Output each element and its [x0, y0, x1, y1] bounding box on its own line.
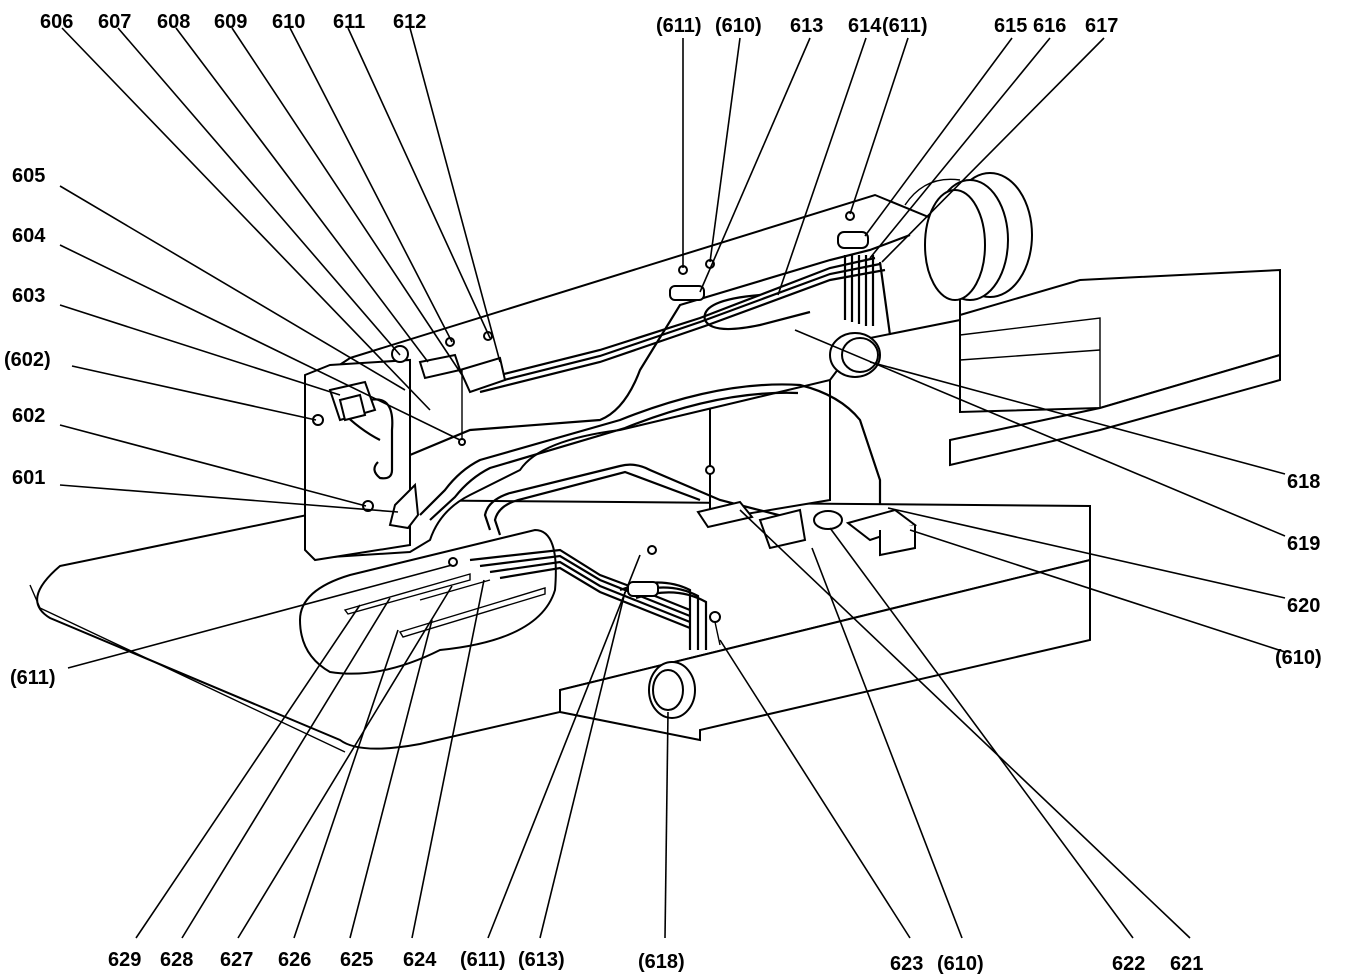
label-610-right: (610) [1275, 647, 1322, 669]
label-618-bottom: (618) [638, 951, 685, 973]
label-602-paren: (602) [4, 349, 51, 371]
label-625: 625 [340, 949, 373, 971]
label-621: 621 [1170, 953, 1203, 975]
label-608: 608 [157, 11, 190, 33]
label-607: 607 [98, 11, 131, 33]
label-628: 628 [160, 949, 193, 971]
label-629: 629 [108, 949, 141, 971]
label-616: 616 [1033, 15, 1066, 37]
leader-lines [59, 27, 1286, 939]
label-611-top: (611) [656, 15, 702, 37]
label-624: 624 [403, 949, 437, 971]
label-610-bottom: (610) [937, 953, 984, 975]
label-622: 622 [1112, 953, 1145, 975]
label-612: 612 [393, 11, 426, 33]
components [312, 211, 918, 719]
label-611-top2: (611) [882, 15, 928, 37]
machine-body [29, 172, 1281, 753]
label-611: 611 [333, 11, 365, 33]
wire-harness [339, 233, 911, 650]
label-615: 615 [994, 15, 1027, 37]
label-618: 618 [1287, 471, 1320, 493]
label-611-left: (611) [10, 667, 56, 689]
label-623: 623 [890, 953, 923, 975]
label-613-bottom: (613) [518, 949, 565, 971]
label-601: 601 [12, 467, 45, 489]
label-603: 603 [12, 285, 45, 307]
label-614: 614 [848, 15, 882, 37]
label-610-top: (610) [715, 15, 762, 37]
label-604: 604 [12, 225, 46, 247]
label-611-bottom: (611) [460, 949, 506, 971]
label-626: 626 [278, 949, 311, 971]
label-602: 602 [12, 405, 45, 427]
label-627: 627 [220, 949, 253, 971]
handwheel [904, 172, 1033, 301]
label-617: 617 [1085, 15, 1118, 37]
label-610: 610 [272, 11, 305, 33]
label-609: 609 [214, 11, 247, 33]
label-620: 620 [1287, 595, 1320, 617]
part-labels: 606 607 608 609 610 611 612 (611) (610) … [4, 11, 1322, 975]
label-619: 619 [1287, 533, 1320, 555]
label-605: 605 [12, 165, 45, 187]
label-606: 606 [40, 11, 73, 33]
label-613: 613 [790, 15, 823, 37]
